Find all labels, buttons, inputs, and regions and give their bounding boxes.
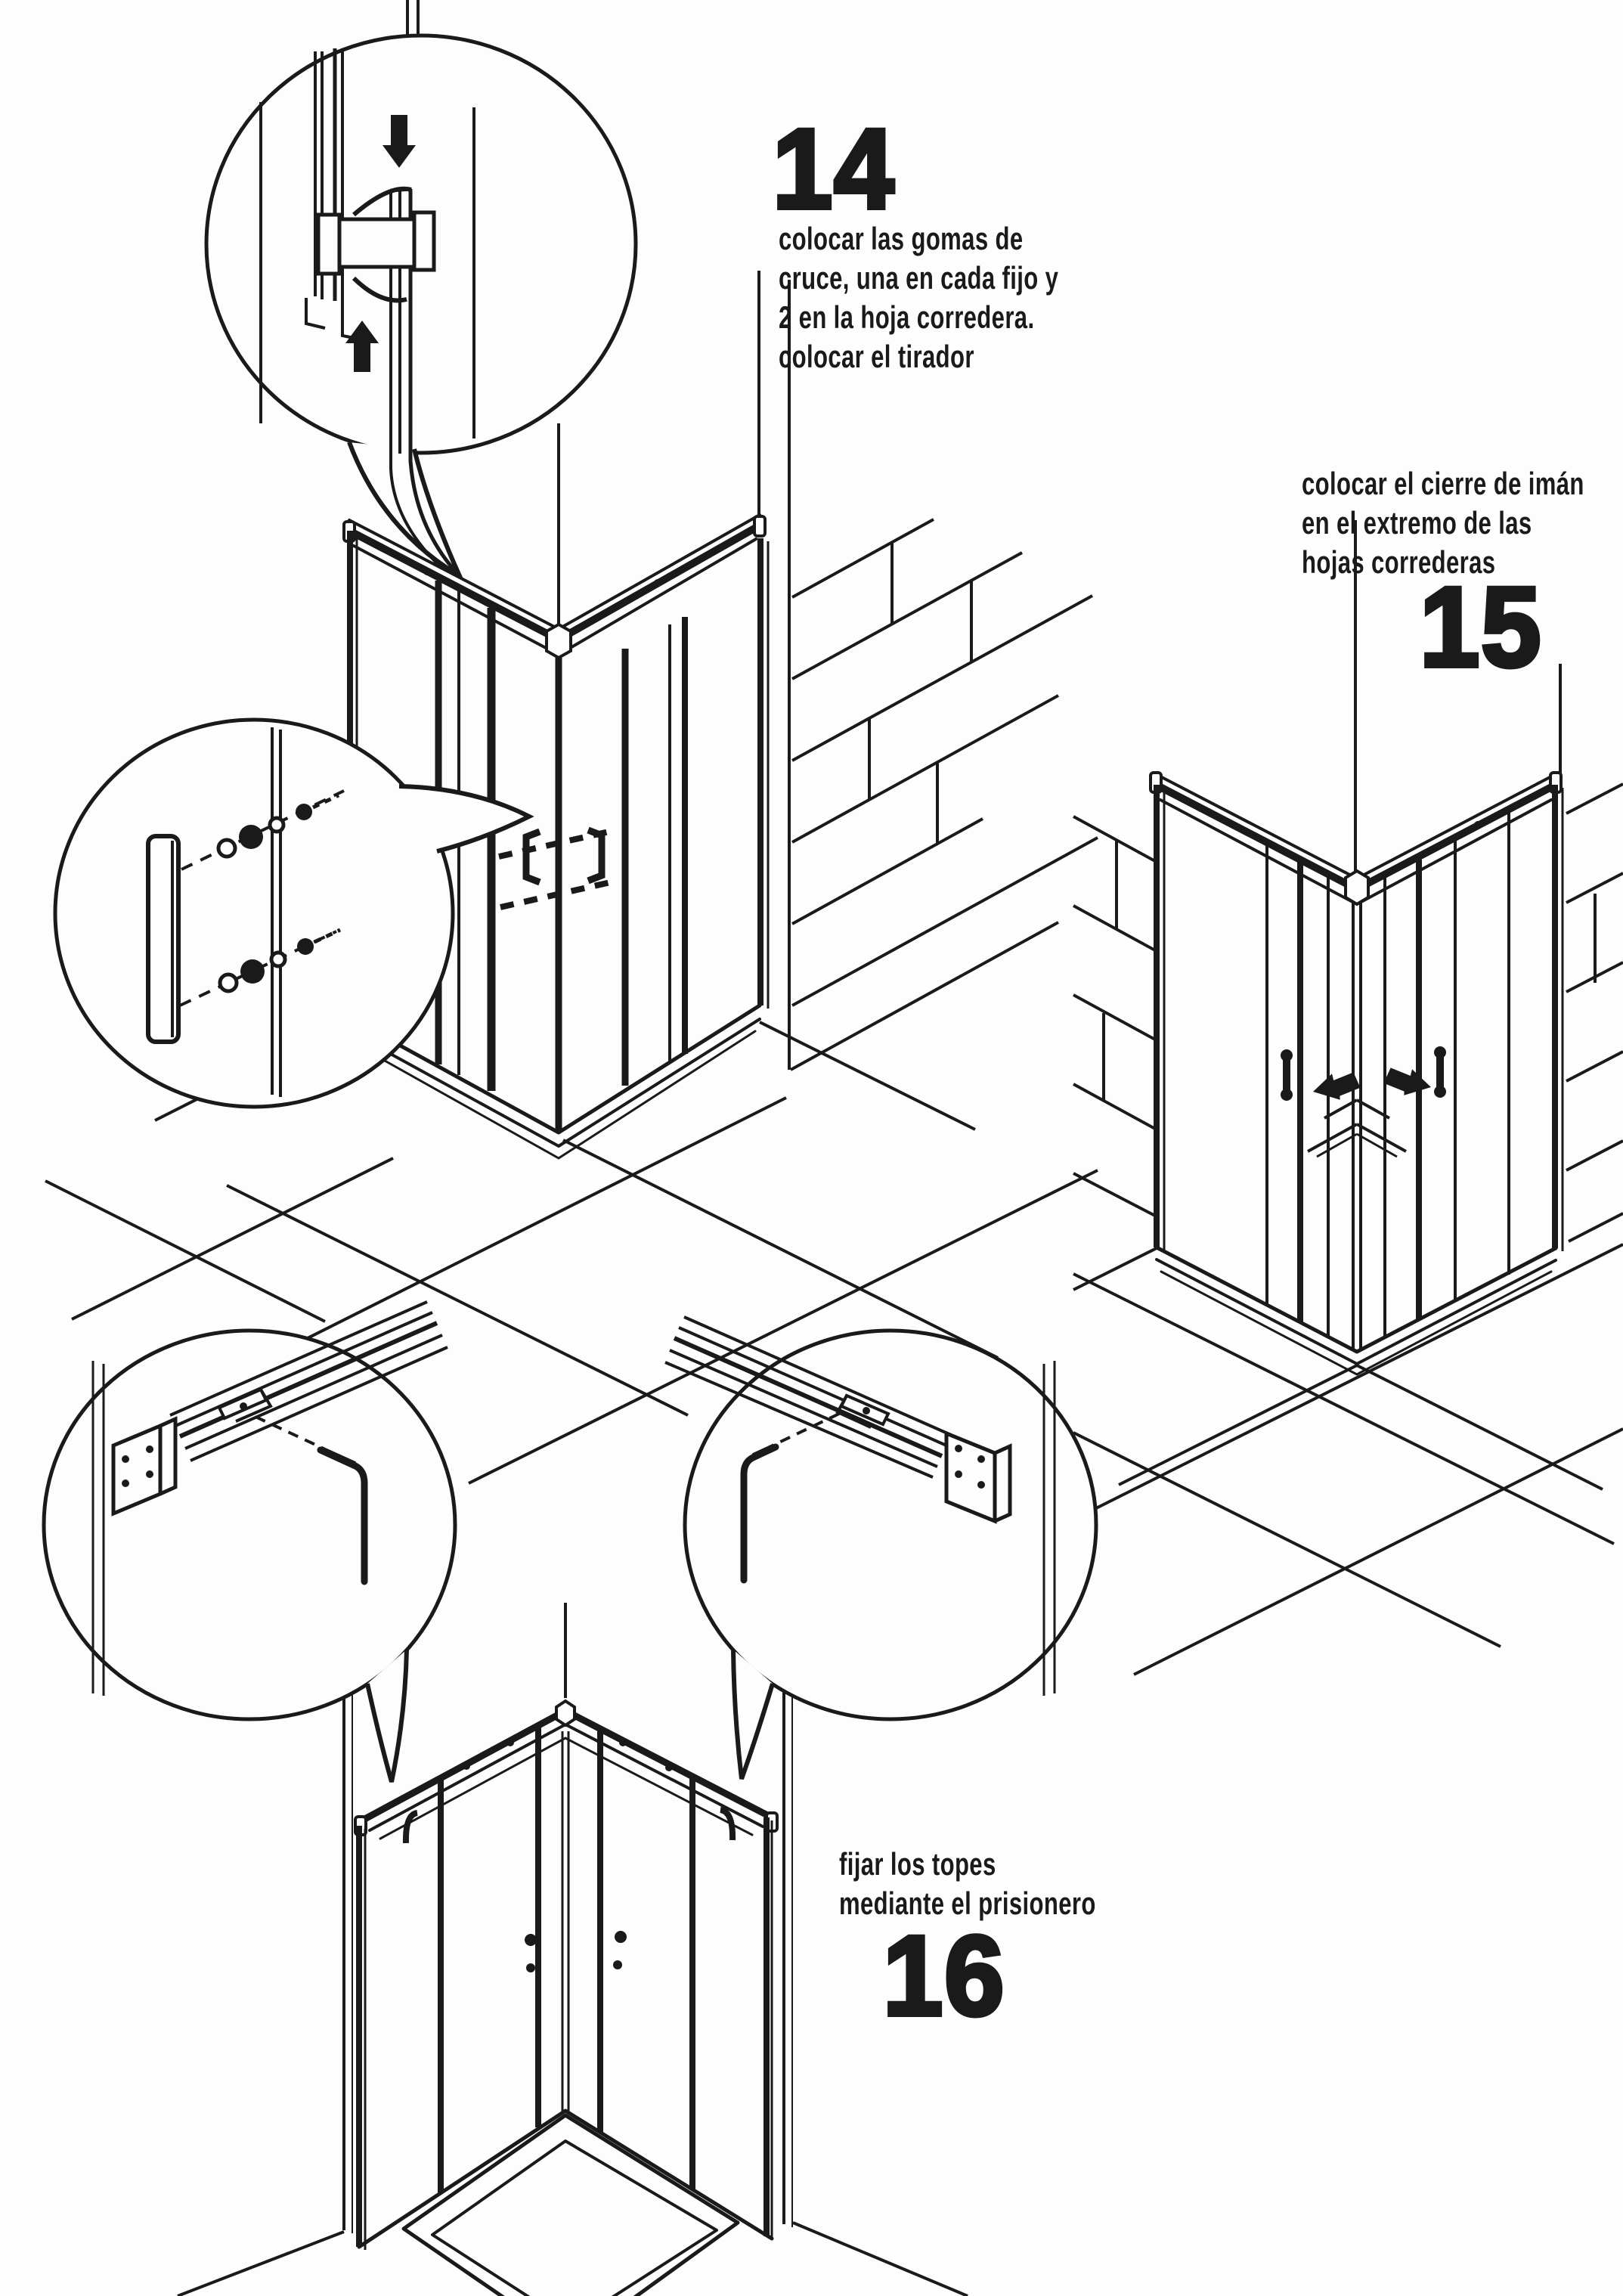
detail-circle-stop-left xyxy=(42,1300,457,1783)
door-handle-dot xyxy=(615,1931,627,1943)
detail-circle-handle-screws xyxy=(53,717,534,1109)
caption-line: en el extremo de las xyxy=(1302,505,1532,541)
cross-gasket xyxy=(316,186,436,303)
allen-key-icon xyxy=(740,1443,779,1584)
step15-illustration xyxy=(1073,520,1623,1676)
step16-caption: fijar los topes mediante el prisionero xyxy=(839,1845,1096,1923)
caption-line: cruce, una en cada fijo y xyxy=(779,260,1059,296)
top-track-detail xyxy=(664,1315,1012,1524)
shower-unit-16 xyxy=(354,1699,779,2296)
allen-key-icon xyxy=(317,1446,368,1585)
slide-right-arrow-icon xyxy=(1383,1067,1431,1095)
down-arrow-icon xyxy=(383,115,416,168)
rail-end-cap xyxy=(753,515,767,538)
callout-tail xyxy=(398,784,534,854)
magnifier-circle xyxy=(42,1328,457,1721)
step14-number: 14 xyxy=(770,105,896,232)
shower-unit-15 xyxy=(1149,771,1564,1376)
step14-walls xyxy=(406,0,1098,1071)
corner-cap xyxy=(1344,869,1370,906)
detail-circle-cross-gasket xyxy=(204,33,638,582)
caption-line: fijar los topes xyxy=(839,1846,996,1882)
set-screw xyxy=(240,1402,247,1410)
step16-illustration xyxy=(42,1300,1098,2296)
up-arrow-icon xyxy=(345,321,379,372)
door-handle-dot xyxy=(525,1934,537,1946)
magnifier-circle xyxy=(53,717,455,1109)
handle-position-dashed xyxy=(498,826,615,910)
corner-cap xyxy=(555,1699,576,1727)
step15-floor-tiles xyxy=(1073,1243,1623,1676)
step16-walls xyxy=(342,1603,793,2233)
callout-tail xyxy=(731,1649,775,1780)
door-stop xyxy=(719,1807,736,1841)
handle-screws-exploded xyxy=(179,789,345,1007)
caption-line: hojas correderas xyxy=(1302,544,1496,580)
door-stop xyxy=(402,1810,419,1844)
step14-illustration xyxy=(45,0,1098,1485)
top-track-detail xyxy=(111,1300,448,1517)
door-handle xyxy=(1281,1049,1293,1101)
step15-number: 15 xyxy=(1417,563,1543,690)
step15-caption: colocar el cierre de imán en el extremo … xyxy=(1302,464,1584,582)
door-handle-bar xyxy=(146,834,181,1044)
door-handle xyxy=(1434,1046,1446,1098)
shower-tray xyxy=(401,2113,740,2296)
magnifier-circle xyxy=(683,1328,1098,1721)
detail-circle-stop-right xyxy=(664,1315,1098,1780)
caption-line: colocar el tirador xyxy=(779,339,974,374)
corner-cap xyxy=(545,622,572,660)
step15-walls xyxy=(1073,520,1623,1291)
slide-left-arrow-icon xyxy=(1313,1072,1361,1100)
caption-line: 2 en la hoja corredera. xyxy=(779,299,1035,335)
set-screw xyxy=(863,1407,870,1414)
step16-floor xyxy=(177,2221,968,2296)
caption-line: colocar el cierre de imán xyxy=(1302,466,1584,501)
caption-line: colocar las gomas de xyxy=(779,221,1024,256)
caption-line: mediante el prisionero xyxy=(839,1885,1096,1921)
callout-tail xyxy=(365,1649,409,1783)
step16-number: 16 xyxy=(881,1912,1006,2039)
step14-caption: colocar las gomas de cruce, una en cada … xyxy=(779,219,1058,376)
